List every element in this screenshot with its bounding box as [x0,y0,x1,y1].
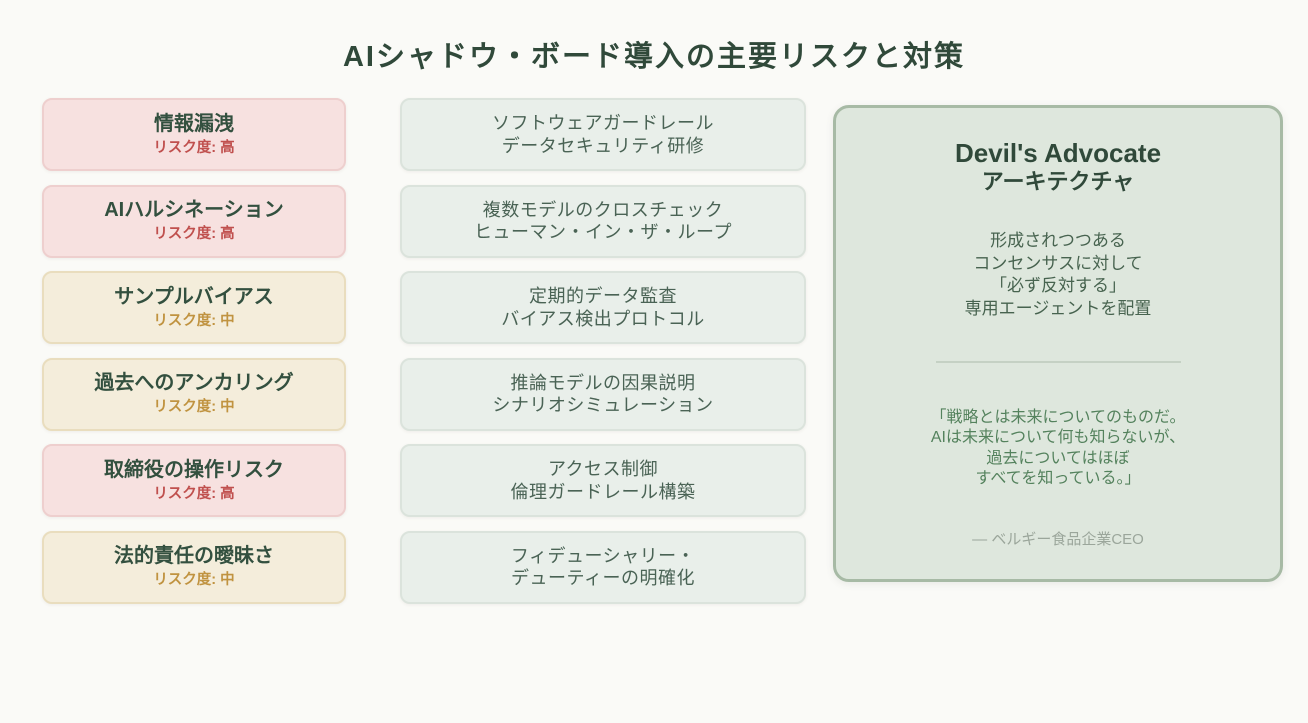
panel-description-line: コンセンサスに対して [973,253,1143,273]
risk-card-title: 法的責任の曖昧さ [114,545,274,568]
panel-description: 形成されつつある コンセンサスに対して 「必ず反対する」 専用エージェントを配置 [836,230,1280,321]
measure-line: 倫理ガードレール構築 [510,481,696,502]
panel-description-line: 「必ず反対する」 [990,276,1126,296]
panel-title-english: Devil's Advocate [954,138,1162,168]
measure-line: データセキュリティ研修 [501,135,705,156]
risk-card-title: サンプルバイアス [114,285,274,308]
risk-card-title: AIハルシネーション [104,199,284,222]
measure-line: 推論モデルの因果説明 [510,372,696,393]
measure-card-crosscheck-hitl: 複数モデルのクロスチェック ヒューマン・イン・ザ・ループ [400,184,806,258]
risk-level-badge: リスク度: 高 [153,485,235,502]
quote-line: 過去についてはほぼ [986,449,1130,467]
measure-line: ソフトウェアガードレール [492,113,714,133]
risk-level-badge: リスク度: 中 [153,399,235,416]
measure-card-guardrails-training: ソフトウェアガードレール データセキュリティ研修 [400,98,806,171]
quote-text: 「戦略とは未来についてのものだ。 AIは未来について何も知らないが、 過去につい… [836,408,1280,490]
panel-description-line: 専用エージェントを配置 [964,299,1152,319]
risk-card-director-manipulation: 取締役の操作リスク リスク度: 高 [42,444,346,518]
risk-column: 情報漏洩 リスク度: 高 AIハルシネーション リスク度: 高 サンプルバイアス… [42,98,346,604]
measure-line: 定期的データ監査 [529,286,677,307]
measure-line: フィデューシャリー・ [510,545,696,566]
devils-advocate-panel: Devil's Advocate アーキテクチャ 形成されつつある コンセンサス… [833,105,1283,582]
measure-column: ソフトウェアガードレール データセキュリティ研修 複数モデルのクロスチェック ヒ… [400,98,806,604]
quote-line: AIは未来について何も知らないが、 [930,429,1186,447]
risk-card-sample-bias: サンプルバイアス リスク度: 中 [42,271,346,345]
quote-line: 「戦略とは未来についてのものだ。 [930,408,1186,426]
risk-card-title: 情報漏洩 [154,112,234,135]
measure-card-fiduciary-duty: フィデューシャリー・ デューティーの明確化 [400,530,806,604]
panel-divider [935,360,1181,363]
risk-level-badge: リスク度: 中 [153,572,235,589]
page-title: AIシャドウ・ボード導入の主要リスクと対策 [342,41,965,73]
risk-card-legal-ambiguity: 法的責任の曖昧さ リスク度: 中 [42,530,346,604]
risk-card-title: 過去へのアンカリング [94,372,294,395]
panel-description-line: 形成されつつある [990,231,1126,250]
risk-card-information-leak: 情報漏洩 リスク度: 高 [42,98,346,171]
measure-line: シナリオシミュレーション [492,395,714,416]
risk-card-ai-hallucination: AIハルシネーション リスク度: 高 [42,184,346,258]
quote-attribution: — ベルギー食品企業CEO [972,531,1144,549]
measure-card-audit-bias-detection: 定期的データ監査 バイアス検出プロトコル [400,271,806,345]
measure-card-access-control-ethics: アクセス制御 倫理ガードレール構築 [400,444,806,518]
quote-line: すべてを知っている。」 [975,470,1141,488]
risk-level-badge: リスク度: 中 [153,312,235,329]
measure-line: 複数モデルのクロスチェック [482,199,724,220]
risk-level-badge: リスク度: 高 [153,139,235,156]
panel-title-japanese: アーキテクチャ [981,169,1135,194]
measure-line: ヒューマン・イン・ザ・ループ [474,222,732,243]
measure-line: バイアス検出プロトコル [501,308,705,329]
measure-card-causal-explanation-simulation: 推論モデルの因果説明 シナリオシミュレーション [400,357,806,431]
risk-card-title: 取締役の操作リスク [104,458,284,481]
measure-line: デューティーの明確化 [511,568,695,589]
measure-line: アクセス制御 [547,459,659,480]
risk-card-past-anchoring: 過去へのアンカリング リスク度: 中 [42,357,346,431]
risk-level-badge: リスク度: 高 [153,226,235,243]
